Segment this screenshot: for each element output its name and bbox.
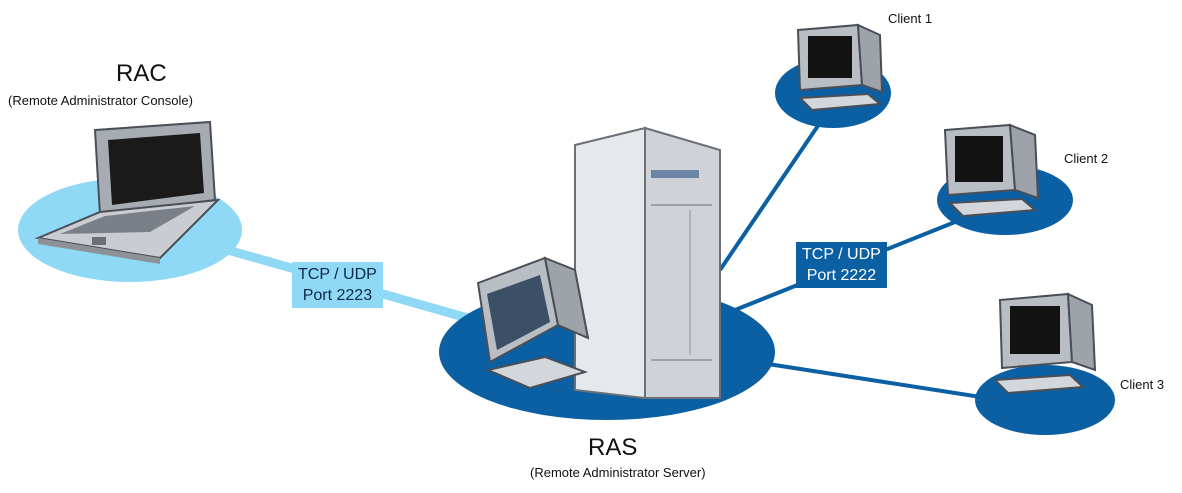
ras-server-node [439,126,775,420]
console-port-number: Port 2223 [302,287,373,304]
clients-port-number: Port 2222 [806,267,877,284]
clients-port-protocol: TCP / UDP [802,246,881,263]
client-3-ellipse [975,365,1115,435]
laptop-icon [34,120,221,264]
clients-port-label: TCP / UDP Port 2222 [796,242,887,288]
client-3-computer-icon [992,292,1097,395]
rac-laptop-node [18,120,242,282]
server-tower-icon [574,126,721,400]
console-port-label: TCP / UDP Port 2223 [292,262,383,308]
ras-client3-link-line [754,360,1001,402]
client-3-label: Client 3 [1120,377,1165,392]
client-2-node [937,123,1073,235]
client-1-computer-icon [796,23,884,112]
ras-client1-link-line [718,106,832,272]
console-port-protocol: TCP / UDP [298,266,377,283]
client-2-computer-icon [943,123,1040,218]
ras-subtitle: (Remote Administrator Server) [530,465,706,480]
client-3-node [975,292,1115,435]
ras-title: RAS [588,434,638,461]
ras-monitor-icon [476,256,590,390]
client-2-label: Client 2 [1064,151,1109,166]
client-1-label: Client 1 [888,11,933,26]
rac-title: RAC [116,60,167,87]
rac-subtitle: (Remote Administrator Console) [8,93,193,108]
client-1-node [775,23,891,128]
